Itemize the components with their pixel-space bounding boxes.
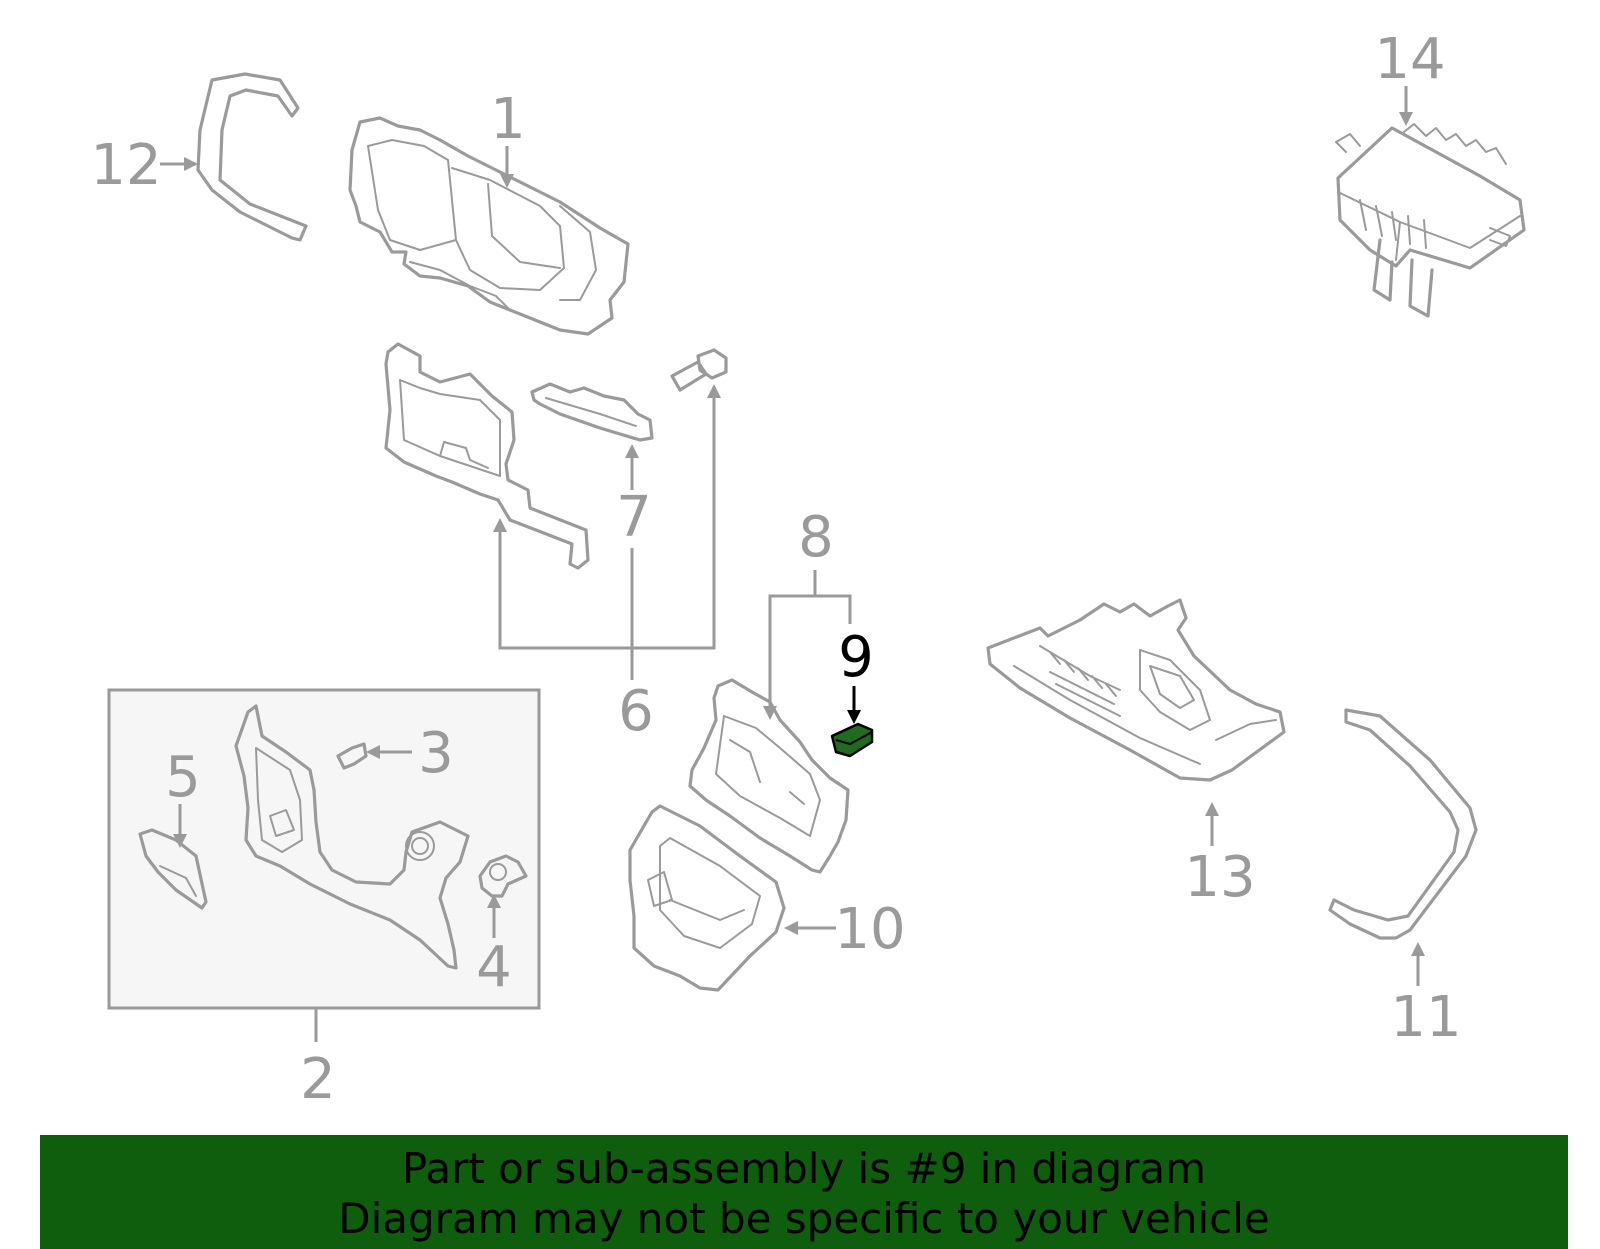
part-6-bracket — [384, 342, 590, 570]
callout-4: 4 — [476, 935, 512, 1000]
callout-14: 14 — [1374, 27, 1445, 92]
part-8-bezel — [688, 678, 850, 874]
callout-10: 10 — [834, 897, 905, 962]
part-14-airbag — [1335, 123, 1526, 318]
callout-13: 13 — [1184, 845, 1255, 910]
part-7-strip — [530, 382, 654, 442]
part-10-panel — [628, 804, 786, 992]
part-6-bolt — [670, 348, 728, 392]
banner-line-2: Diagram may not be specific to your vehi… — [338, 1194, 1270, 1243]
callout-5: 5 — [165, 745, 201, 810]
callout-8: 8 — [798, 505, 834, 570]
callout-11: 11 — [1390, 985, 1461, 1050]
part-2-group-box — [107, 688, 541, 1010]
callout-2: 2 — [300, 1047, 336, 1112]
part-12-trim — [196, 72, 308, 242]
callout-12: 12 — [90, 133, 161, 198]
part-11-trim — [1328, 708, 1478, 940]
callout-3: 3 — [418, 721, 454, 786]
banner-line-1: Part or sub-assembly is #9 in diagram — [401, 1144, 1207, 1193]
info-banner: Part or sub-assembly is #9 in diagram Di… — [40, 1135, 1568, 1249]
callout-9: 9 — [838, 625, 874, 690]
part-1-cluster — [348, 116, 630, 336]
part-9-switch — [830, 722, 874, 758]
callout-7: 7 — [616, 485, 652, 550]
callout-6: 6 — [618, 679, 654, 744]
leaders — [160, 86, 1425, 1042]
part-13-glovebox — [986, 598, 1286, 782]
callout-1: 1 — [490, 87, 526, 152]
